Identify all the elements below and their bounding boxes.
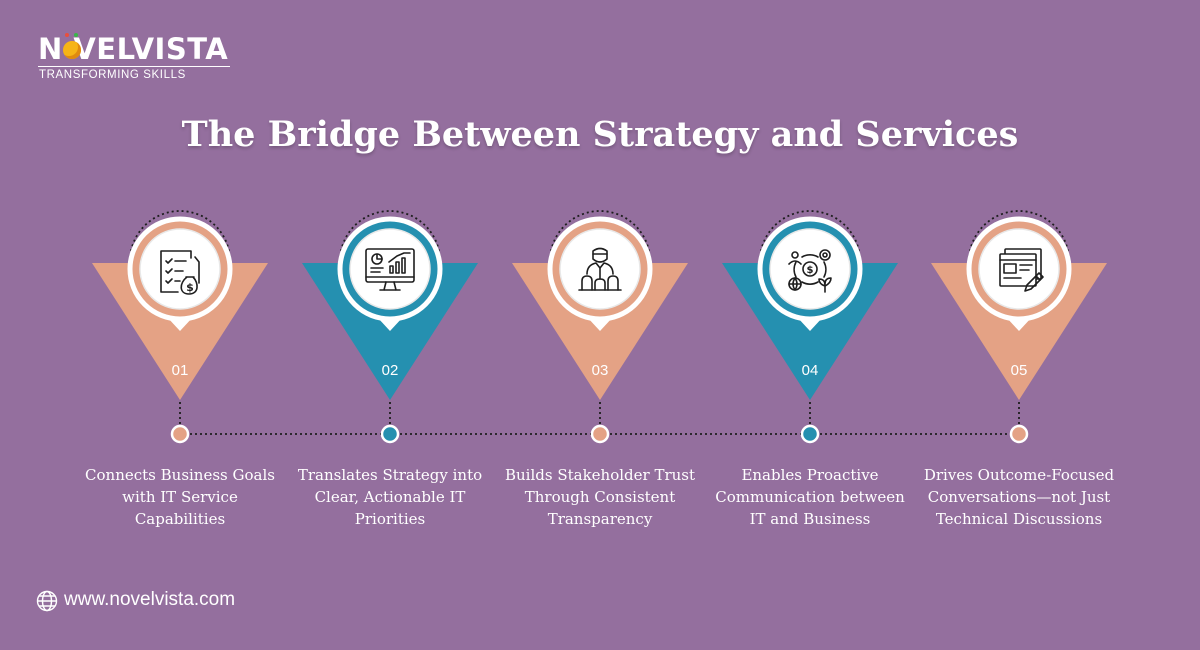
stakeholder-team-icon (578, 247, 622, 291)
step-5: 05 Drives Outcome-Focused Conversations—… (914, 0, 1124, 650)
step-5-connector (1009, 402, 1029, 444)
step-4-connector (800, 402, 820, 444)
step-1-number: 01 (171, 362, 189, 379)
step-2-connector (380, 402, 400, 444)
step-2-description: Translates Strategy into Clear, Actionab… (297, 466, 483, 528)
logo-tagline: TRANSFORMING SKILLS (39, 69, 186, 81)
business-cycle-icon: $ (788, 249, 832, 293)
step-4-description: Enables Proactive Communication between … (715, 466, 905, 528)
step-5-marker (931, 210, 1107, 400)
analytics-monitor-icon (365, 248, 415, 291)
step-5-description: Drives Outcome-Focused Conversations—not… (923, 466, 1115, 528)
document-checklist-money-icon: $ (160, 250, 200, 295)
step-2-number: 02 (381, 362, 399, 379)
step-3-marker (512, 210, 688, 400)
step-3: 03 Builds Stakeholder Trust Through Cons… (495, 0, 705, 650)
step-3-description: Builds Stakeholder Trust Through Consist… (504, 466, 696, 528)
page-title: The Bridge Between Strategy and Services (181, 114, 1019, 155)
step-4: $ 04 Enables Proactive Communication bet… (705, 0, 915, 650)
svg-text:$: $ (807, 265, 814, 276)
step-3-number: 03 (591, 362, 609, 379)
novelvista-logo: N VELVISTA TRANSFORMING SKILLS (38, 32, 238, 82)
step-3-connector (590, 402, 610, 444)
logo-divider (38, 66, 230, 67)
logo-o-ball-icon (63, 33, 81, 59)
step-1: $ 01 Connects Business Goals with IT Ser… (75, 0, 285, 650)
globe-icon (36, 590, 58, 612)
step-2-marker (302, 210, 478, 400)
step-4-marker: $ (722, 210, 898, 400)
step-1-marker: $ (92, 210, 268, 400)
step-5-number: 05 (1010, 362, 1028, 379)
step-1-description: Connects Business Goals with IT Service … (85, 466, 275, 528)
document-pen-icon (999, 248, 1044, 292)
svg-text:$: $ (186, 281, 194, 294)
step-1-connector (170, 402, 190, 444)
website-url[interactable]: www.novelvista.com (64, 589, 236, 610)
step-4-number: 04 (801, 362, 819, 379)
step-2: 02 Translates Strategy into Clear, Actio… (285, 0, 495, 650)
